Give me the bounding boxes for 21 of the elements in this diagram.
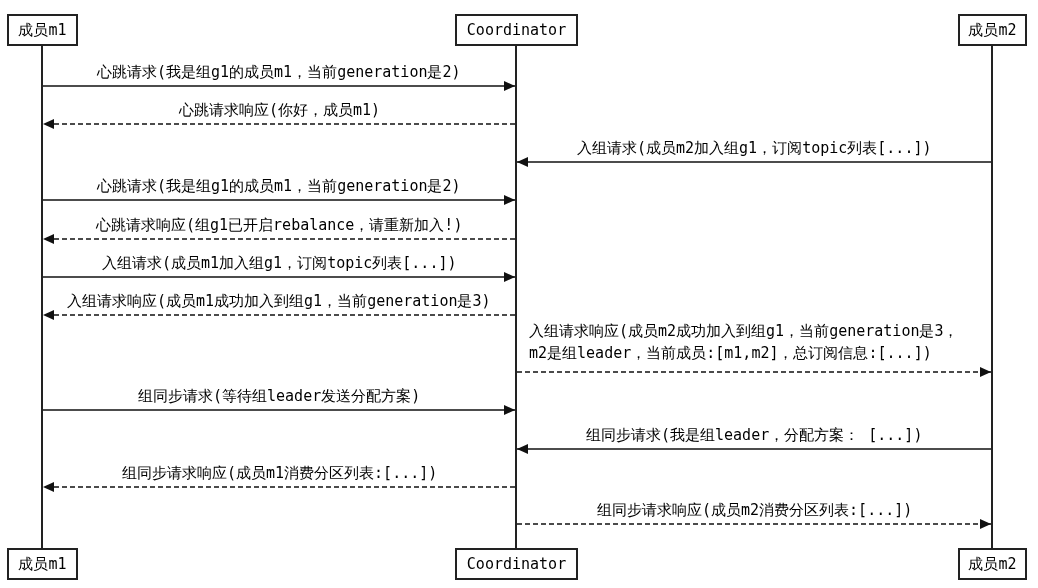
participant-box: 成员m1 [7, 548, 78, 580]
participant-box: 成员m1 [7, 14, 78, 46]
dashed-arrow [42, 310, 516, 320]
participant-box: 成员m2 [958, 548, 1027, 580]
participant-box: 成员m2 [958, 14, 1027, 46]
arrow [42, 81, 516, 91]
arrow [516, 157, 992, 167]
participant-box: Coordinator [455, 548, 578, 580]
dashed-arrow [516, 367, 992, 377]
participant-box: Coordinator [455, 14, 578, 46]
lifeline [991, 46, 993, 548]
lifeline [515, 46, 517, 548]
dashed-arrow [42, 234, 516, 244]
dashed-arrow [42, 482, 516, 492]
dashed-arrow [516, 519, 992, 529]
arrow [516, 444, 992, 454]
dashed-arrow [42, 119, 516, 129]
arrow [42, 405, 516, 415]
arrow [42, 272, 516, 282]
arrow [42, 195, 516, 205]
lifeline [41, 46, 43, 548]
